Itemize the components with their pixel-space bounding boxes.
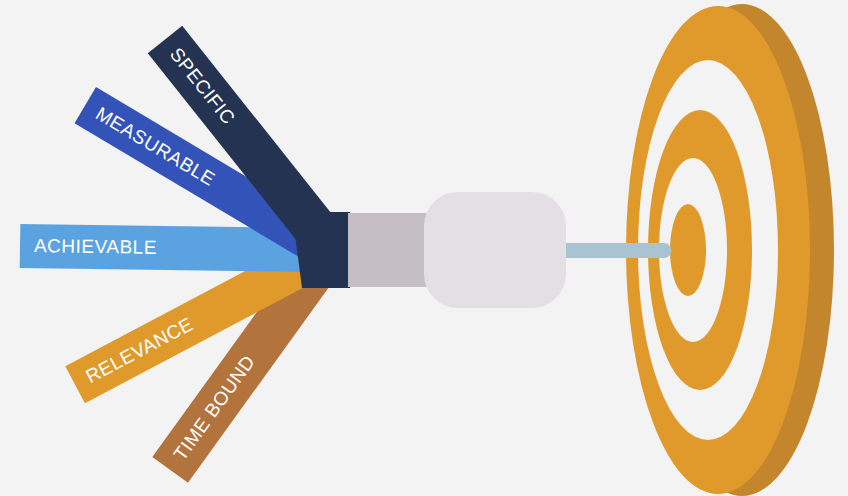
band-label: ACHIEVABLE	[34, 235, 157, 259]
band-label: SPECIFIC	[165, 44, 239, 129]
dart-shaft	[292, 212, 350, 288]
dart-collar	[348, 213, 434, 287]
target-ring	[648, 110, 752, 390]
band-label: TIME BOUND	[169, 351, 260, 465]
band-label: RELEVANCE	[82, 313, 197, 388]
target-rim	[650, 4, 834, 496]
target-bullseye	[670, 204, 706, 296]
target-face	[626, 6, 810, 494]
target-ring	[659, 158, 727, 342]
target-ring	[638, 60, 778, 440]
dart-needle	[560, 243, 672, 258]
dart-barrel	[424, 192, 566, 308]
